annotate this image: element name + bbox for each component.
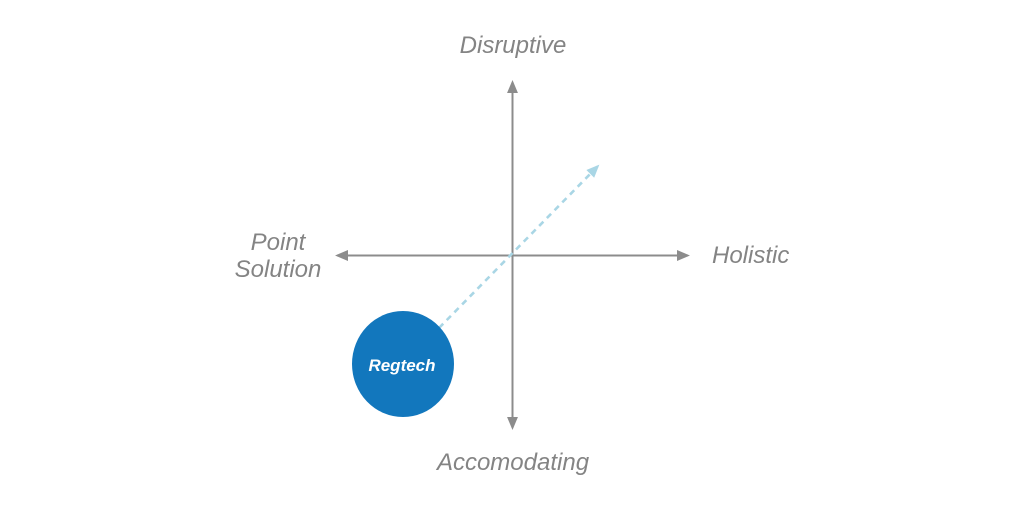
axis-label-right: Holistic	[712, 242, 790, 269]
regtech-bubble-label: Regtech	[368, 356, 435, 375]
regtech-bubble	[352, 311, 454, 417]
axis-label-top: Disruptive	[459, 32, 567, 59]
axis-label-left: Point Solution	[234, 229, 322, 283]
trajectory-arrow	[438, 164, 600, 329]
axis-label-bottom: Accomodating	[436, 449, 590, 476]
